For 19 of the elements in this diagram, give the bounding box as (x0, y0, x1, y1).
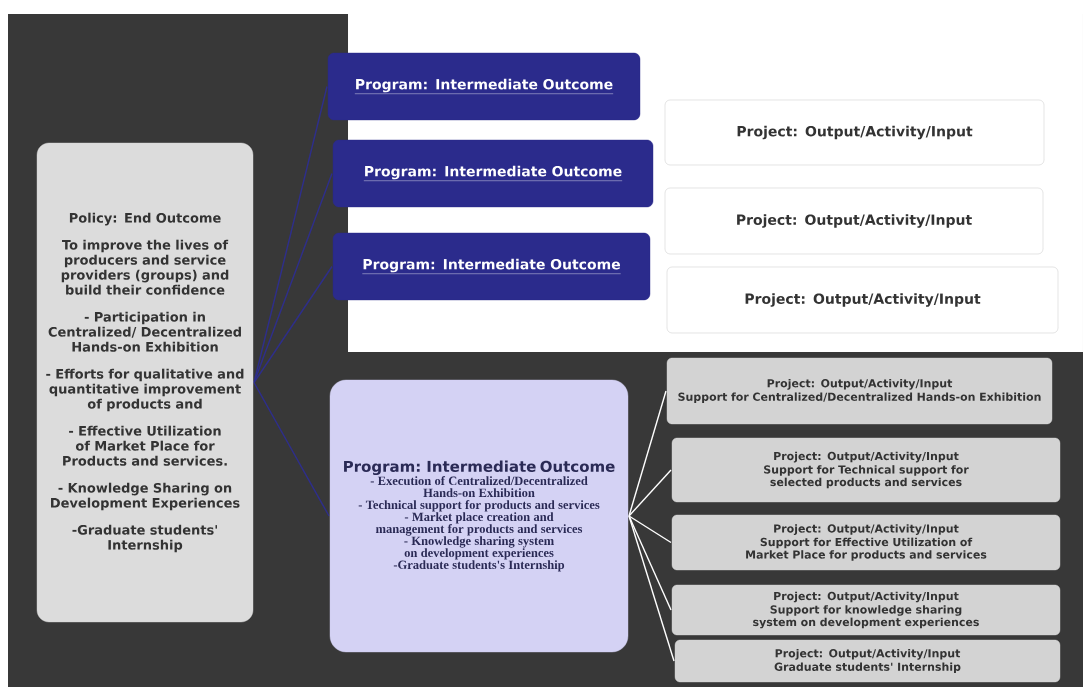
connector-line (628, 515, 672, 544)
program-box: Program: Intermediate Outcome (332, 139, 654, 208)
policy-box: Policy: End Outcome To improve the lives of producers and service providers (groups) and build their confidence - Participation in Centralized/ Decentralized Hands-on Exhibition - Efforts for qualitative and quantitative improvement of products and - Effective Utilization of Market Place for Products and services. - Knowledge Sharing on Development Experiences -Graduate students' Internship (36, 142, 254, 623)
connector-line (628, 469, 672, 517)
connector-line (253, 265, 333, 384)
program-box: Program: Intermediate Outcome (327, 52, 641, 121)
program-box: Program: Intermediate Outcome (332, 232, 651, 301)
project-box: Project: Output/Activity/Input Support for Effective Utilization of Market Place for products and services (671, 514, 1061, 571)
project-box: Project: Output/Activity/Input Support for Technical support for selected products and services (671, 437, 1061, 503)
connector-line (628, 515, 675, 662)
program-box: Program: Intermediate Outcome - Execution of Centralized/Decentralized Hands-on Exhibition - Technical support for products and services - Market place creation and management for products and services - Knowledge sharing system on development experiences -Graduate students's Internship (329, 379, 629, 653)
connector-line (253, 381, 330, 517)
connector-line (628, 390, 667, 517)
project-box: Project: Output/Activity/Input Graduate students' Internship (674, 639, 1061, 683)
project-box: Project: Output/Activity/Input (664, 187, 1044, 255)
project-box: Project: Output/Activity/Input (666, 266, 1059, 334)
project-box: Project: Output/Activity/Input (664, 99, 1045, 166)
project-box: Project: Output/Activity/Input Support for Centralized/Decentralized Hands-on Exhibition (666, 357, 1053, 425)
project-box: Project: Output/Activity/Input Support for knowledge sharing system on development experiences (671, 584, 1061, 636)
